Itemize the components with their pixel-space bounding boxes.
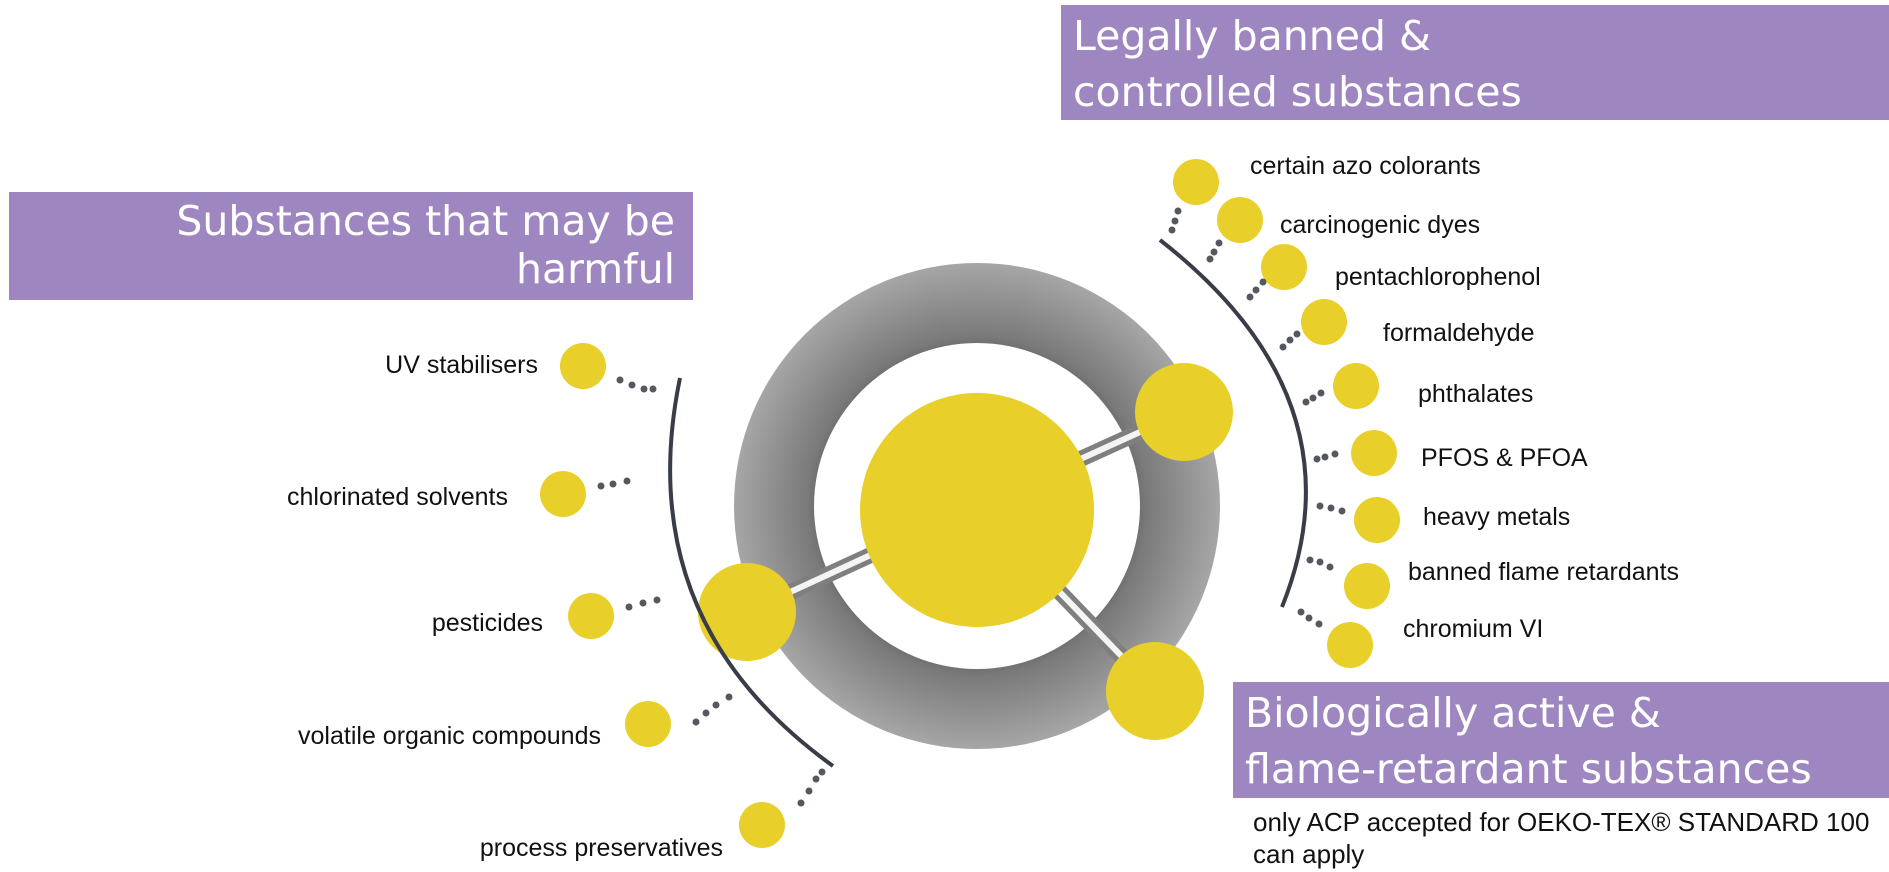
banner-harmful-to-health: Substances that may be harmful to health: [9, 192, 693, 341]
label-pentachlorophenol: pentachlorophenol: [1335, 263, 1541, 291]
banner-harmful-line1: Substances that may be harmful: [176, 197, 675, 293]
left-dotted-connectors: [597, 376, 826, 807]
banner-bio-line1: Biologically active &: [1245, 689, 1661, 737]
banner-bio-line2: flame-retardant substances: [1245, 745, 1812, 793]
banner-legally-banned: Legally banned & controlled substances: [1061, 5, 1889, 120]
right-arc: [1158, 238, 1308, 608]
dot-certain-azo-colorants: [1173, 159, 1219, 205]
label-heavy-metals: heavy metals: [1423, 503, 1571, 531]
right-dotted-connectors: [1168, 207, 1346, 628]
dot-banned-flame-retardants: [1344, 563, 1390, 609]
center-atom: [860, 393, 1094, 627]
acp-note: only ACP accepted for OEKO-TEX® STANDARD…: [1253, 807, 1870, 869]
label-process-preservatives: process preservatives: [479, 834, 723, 862]
banner-harmful-line2: to health: [491, 293, 675, 341]
atom-left: [698, 563, 796, 661]
banner-legal-line2: controlled substances: [1073, 68, 1522, 116]
dot-chlorinated-solvents: [540, 471, 586, 517]
label-banned-flame-retardants: banned flame retardants: [1408, 558, 1680, 586]
label-formaldehyde: formaldehyde: [1383, 319, 1535, 347]
dot-uv-stabilisers: [560, 343, 606, 389]
dot-chromium-vi: [1327, 622, 1373, 668]
label-volatile-organic-compounds: volatile organic compounds: [298, 722, 601, 750]
atoms: [698, 363, 1233, 740]
dot-carcinogenic-dyes: [1217, 197, 1263, 243]
label-uv-stabilisers: UV stabilisers: [385, 351, 538, 379]
banner-legal-line1: Legally banned &: [1073, 12, 1431, 60]
atom-top-right: [1135, 363, 1233, 461]
dot-phthalates: [1333, 363, 1379, 409]
left-arc: [668, 377, 835, 768]
right-dots: [1173, 159, 1400, 668]
dot-process-preservatives: [739, 802, 785, 848]
label-pesticides: pesticides: [431, 609, 543, 637]
dot-pesticides: [568, 593, 614, 639]
label-chlorinated-solvents: chlorinated solvents: [287, 483, 508, 511]
label-pfos-pfoa: PFOS & PFOA: [1421, 444, 1588, 472]
banner-biologically-active: Biologically active & flame-retardant su…: [1233, 682, 1889, 798]
dot-volatile-organic-compounds: [625, 701, 671, 747]
dot-heavy-metals: [1354, 497, 1400, 543]
dot-pentachlorophenol: [1261, 244, 1307, 290]
dot-pfos-pfoa: [1351, 430, 1397, 476]
label-chromium-vi: chromium VI: [1403, 615, 1544, 643]
label-phthalates: phthalates: [1418, 380, 1534, 408]
label-carcinogenic-dyes: carcinogenic dyes: [1280, 211, 1481, 239]
dot-formaldehyde: [1301, 299, 1347, 345]
atom-bottom-right: [1106, 642, 1204, 740]
label-certain-azo-colorants: certain azo colorants: [1250, 152, 1481, 180]
left-dots: [540, 343, 785, 848]
